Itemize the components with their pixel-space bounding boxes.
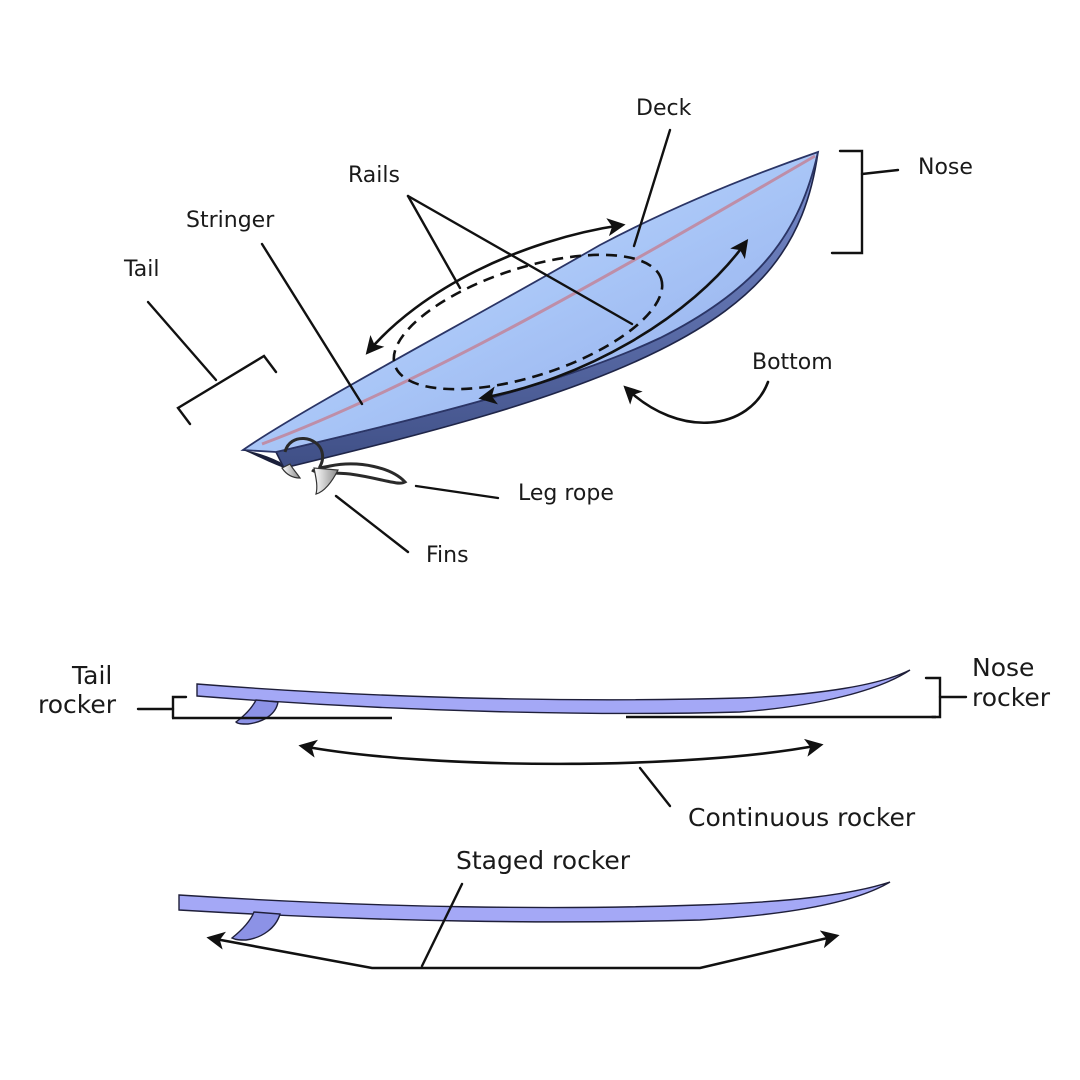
fin-center: [313, 467, 339, 495]
label-fins: Fins: [426, 543, 469, 568]
label-tail-rocker-1: Tail: [71, 661, 112, 690]
label-nose: Nose: [918, 155, 973, 180]
leg-rope-leader: [414, 484, 500, 500]
rails-arrow: [365, 218, 626, 355]
tail-bracket: [176, 354, 278, 426]
deck-leader: [632, 128, 672, 248]
tail-leader: [146, 300, 218, 382]
surfboard-3d: Deck Nose Rails Stringer Tail Bottom Leg…: [123, 96, 973, 568]
nose-rocker-bracket: [924, 676, 942, 719]
rails-leader-1: [406, 194, 462, 290]
bottom-curve-arrow: [623, 380, 770, 425]
label-continuous-rocker: Continuous rocker: [688, 803, 916, 832]
label-nose-rocker-2: rocker: [972, 683, 1051, 712]
nose-bracket: [830, 149, 864, 255]
label-staged-rocker: Staged rocker: [456, 846, 631, 875]
staged-rocker-leader: [420, 882, 464, 968]
rocker-fin-2: [230, 911, 281, 941]
label-tail-rocker-2: rocker: [38, 690, 117, 719]
fins-leader: [334, 494, 410, 554]
continuous-rocker-leader: [638, 766, 672, 808]
label-nose-rocker-1: Nose: [972, 653, 1034, 682]
label-rails: Rails: [348, 163, 400, 188]
leg-rope: [283, 437, 408, 485]
board-tail-detail: [243, 450, 284, 468]
bottom-arrow: [478, 239, 749, 405]
stringer-leader: [260, 242, 364, 406]
tail-rocker-bracket: [171, 695, 188, 720]
label-deck: Deck: [636, 96, 692, 121]
rocker-fin-1: [234, 699, 279, 725]
nose-leader: [860, 168, 900, 176]
label-bottom: Bottom: [752, 350, 833, 375]
fin-left: [281, 463, 302, 479]
staged-rocker-profile: Staged rocker: [178, 846, 891, 970]
label-leg-rope: Leg rope: [518, 481, 614, 506]
rails-leader-2: [406, 194, 634, 326]
label-stringer: Stringer: [186, 208, 275, 233]
rocker-board-profile-2: [178, 881, 891, 923]
continuous-rocker-arrow: [298, 738, 824, 766]
label-tail: Tail: [123, 257, 160, 282]
rocker-board-profile-1: [196, 669, 911, 715]
staged-rocker-arrow: [206, 930, 840, 970]
continuous-rocker-profile: Tail rocker Nose rocker Continuous rocke…: [38, 653, 1051, 832]
